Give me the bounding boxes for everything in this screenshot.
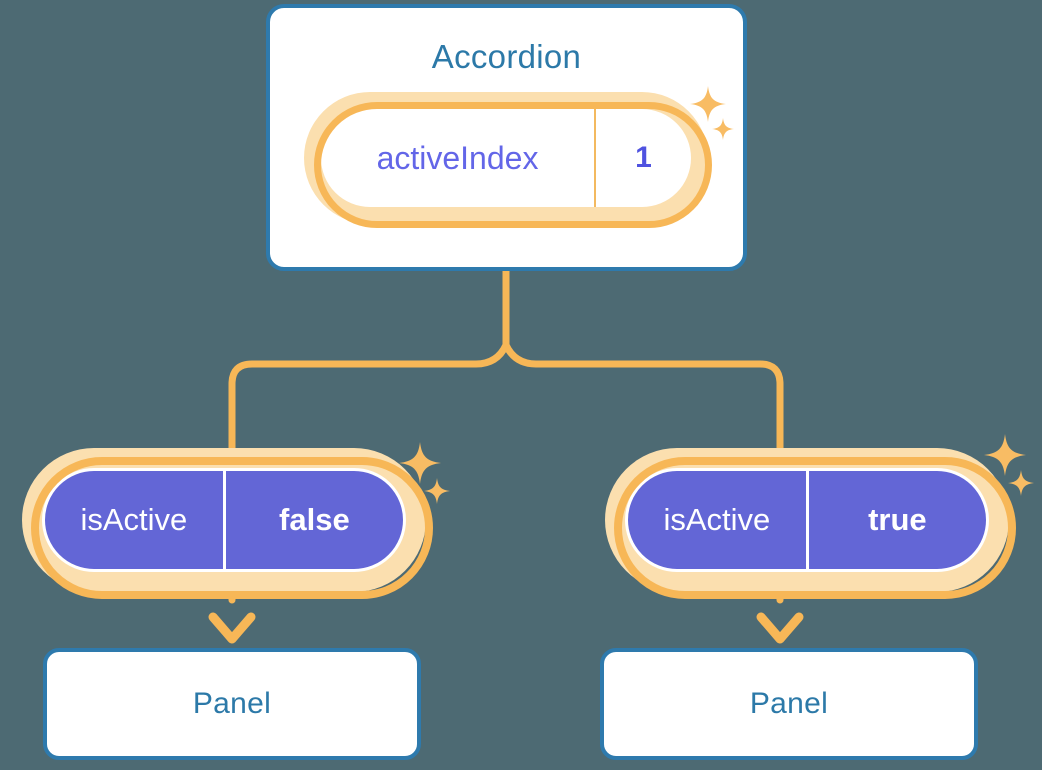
panel-node-left[interactable]: Panel [43,648,421,760]
panel-title: Panel [192,687,272,720]
connector-branch-left [228,341,510,604]
active-index-pill-key: activeIndex [321,109,596,207]
arrow-down-icon-right [756,612,804,644]
arrow-down-icon-left [208,612,256,644]
panel-node-right[interactable]: Panel [600,648,978,760]
is-active-false-pill-value: false [279,502,350,537]
panel-title: Panel [749,687,829,720]
is-active-false-pill-key: isActive [45,471,226,569]
is-active-true-pill-value: true [868,502,927,537]
connector-branch-right [502,341,784,604]
is-active-false-pill[interactable]: isActive false [42,468,406,572]
is-active-true-pill-key: isActive [628,471,809,569]
is-active-true-pill[interactable]: isActive true [625,468,989,572]
active-index-pill-value: 1 [635,141,652,174]
accordion-title: Accordion [431,38,582,75]
active-index-pill[interactable]: activeIndex 1 [321,109,691,207]
